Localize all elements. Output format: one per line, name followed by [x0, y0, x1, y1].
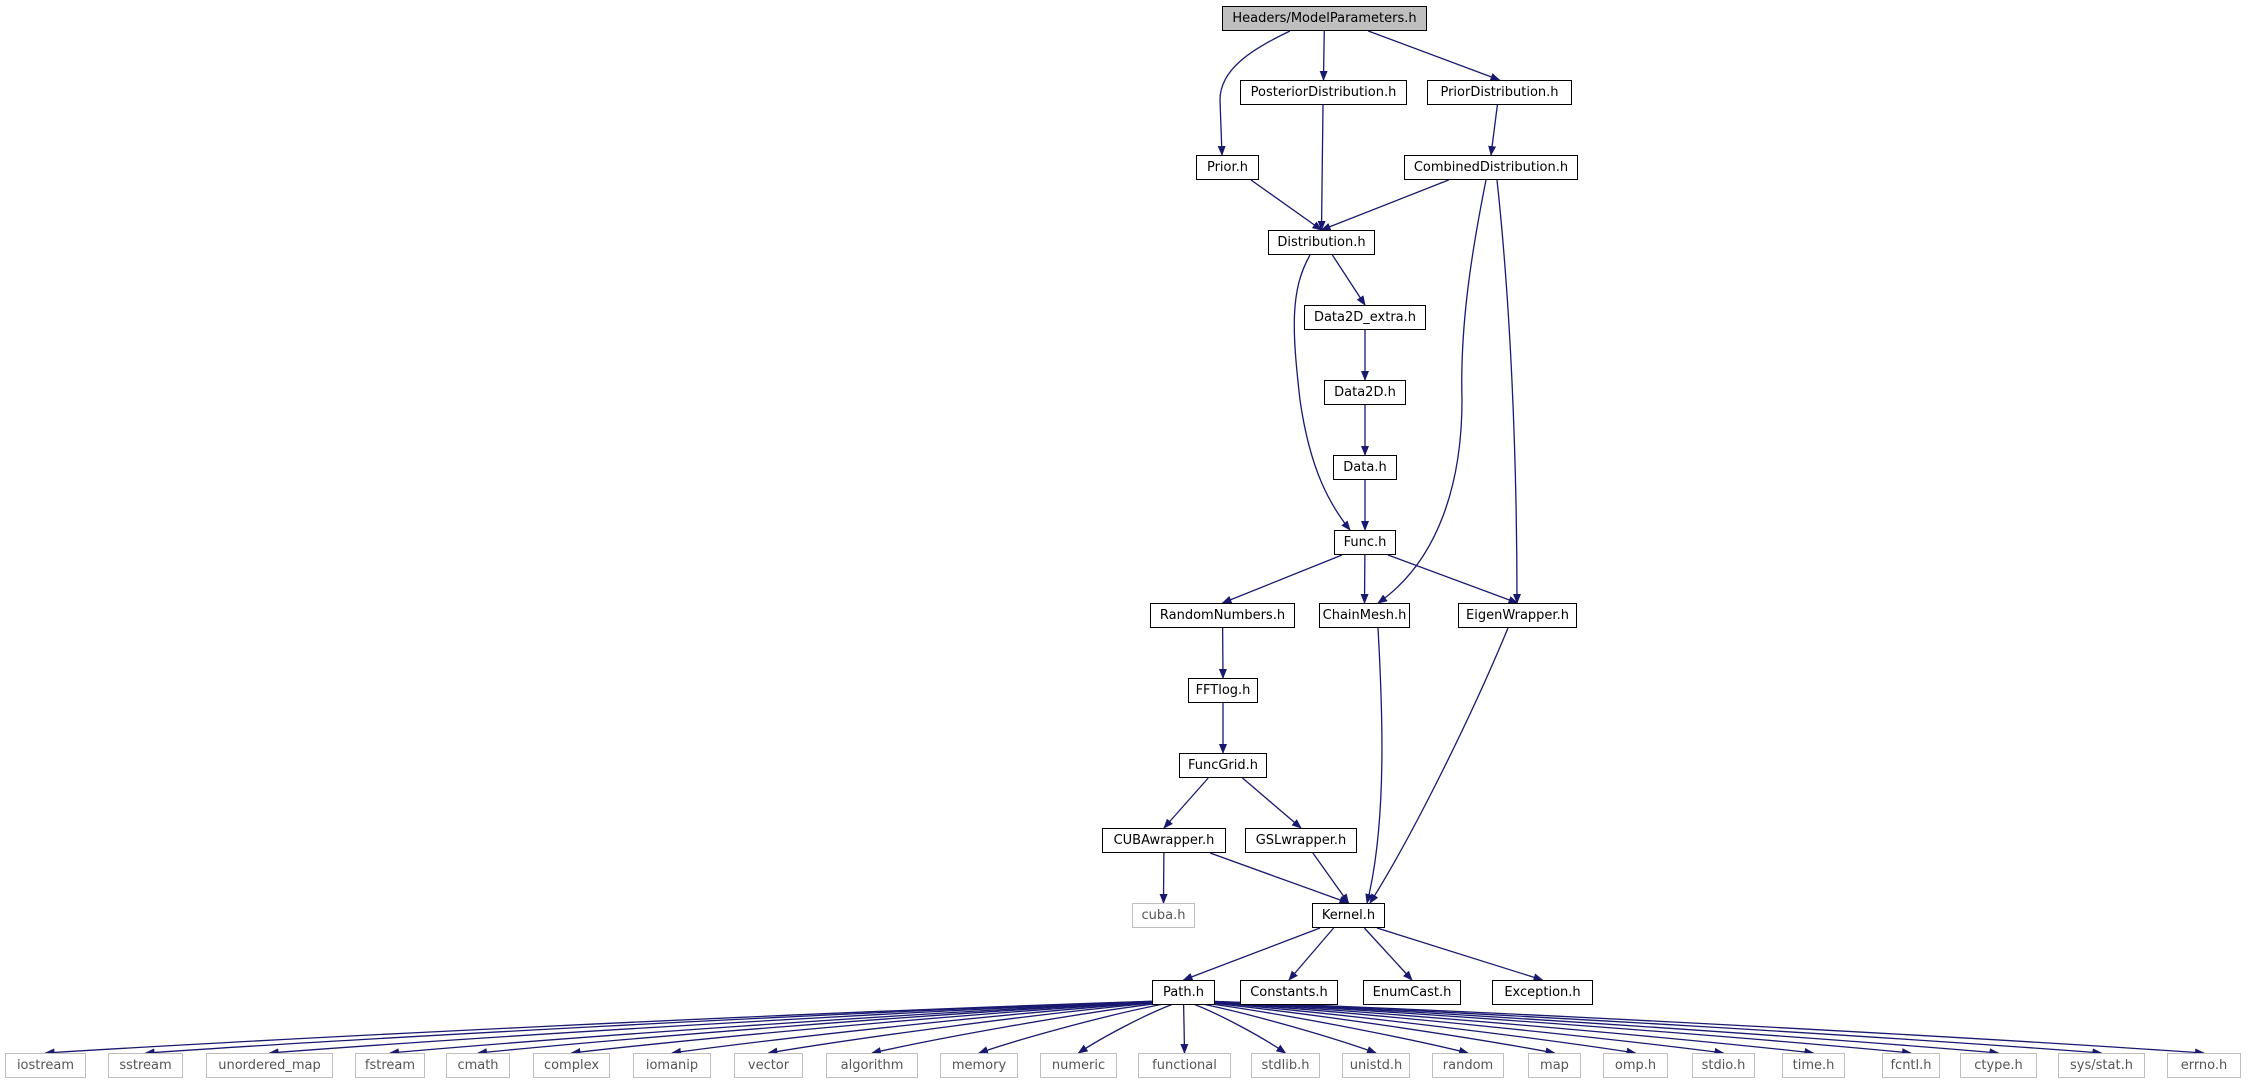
graph-node-data2d[interactable]: Data2D.h: [1324, 380, 1406, 405]
edge-funcgrid-to-cuba: [1163, 777, 1209, 829]
graph-node-cubah: cuba.h: [1132, 903, 1195, 928]
edge-path-to-randomstd: [1189, 1000, 1469, 1055]
edge-distribution-to-func: [1293, 254, 1351, 531]
edge-path-to-map: [1190, 1000, 1556, 1056]
edge-kernel-to-constants: [1288, 927, 1335, 981]
graph-node-iostream: iostream: [5, 1053, 86, 1078]
graph-node-random[interactable]: RandomNumbers.h: [1150, 603, 1295, 628]
graph-node-func[interactable]: Func.h: [1334, 530, 1396, 555]
graph-node-randomstd: random: [1432, 1053, 1504, 1078]
edge-combined-to-distribution: [1320, 179, 1449, 231]
edge-path-to-stdlib: [1185, 1000, 1287, 1054]
edge-kernel-to-exception: [1376, 927, 1544, 982]
graph-node-memory: memory: [940, 1053, 1018, 1078]
graph-node-algorithm: algorithm: [826, 1053, 918, 1078]
graph-node-model[interactable]: Headers/ModelParameters.h: [1222, 6, 1427, 31]
edge-combined-to-eigen: [1496, 179, 1521, 604]
edge-path-to-memory: [978, 1000, 1180, 1054]
edge-path-to-time: [1196, 1000, 1815, 1056]
edge-path-to-stdio: [1194, 1000, 1725, 1056]
graph-node-chainmesh[interactable]: ChainMesh.h: [1319, 603, 1410, 628]
graph-node-omp: omp.h: [1603, 1053, 1668, 1078]
graph-node-sstream: sstream: [108, 1053, 183, 1078]
graph-node-map: map: [1528, 1053, 1581, 1078]
graph-node-gsl[interactable]: GSLwrapper.h: [1245, 828, 1357, 853]
edge-gsl-to-kernel: [1312, 852, 1350, 904]
edge-distribution-to-data2dextra: [1331, 254, 1366, 306]
graph-node-fftlog[interactable]: FFTlog.h: [1188, 678, 1258, 703]
edge-path-to-errno: [1203, 1000, 2205, 1057]
graph-node-complex: complex: [533, 1053, 610, 1078]
graph-node-stdlib: stdlib.h: [1251, 1053, 1320, 1078]
graph-node-kernel[interactable]: Kernel.h: [1312, 903, 1385, 928]
edge-prior-to-distribution: [1250, 179, 1323, 231]
graph-node-unistd: unistd.h: [1342, 1053, 1410, 1078]
edge-path-to-cmath: [477, 1000, 1170, 1057]
graph-node-exception[interactable]: Exception.h: [1492, 980, 1593, 1005]
edge-kernel-to-enumcast: [1363, 927, 1413, 981]
edge-func-to-eigen: [1387, 554, 1519, 604]
graph-node-data2dextra[interactable]: Data2D_extra.h: [1304, 305, 1426, 330]
edge-funcgrid-to-gsl: [1242, 777, 1302, 829]
graph-node-fstream: fstream: [355, 1053, 425, 1078]
edge-path-to-unordered-map: [268, 1000, 1166, 1057]
edge-path-to-sstream: [144, 1000, 1163, 1057]
edge-model-to-priordist: [1368, 30, 1501, 81]
graph-node-distribution[interactable]: Distribution.h: [1268, 230, 1375, 255]
edge-kernel-to-path: [1182, 927, 1321, 981]
edge-path-to-algorithm: [871, 1000, 1178, 1055]
graph-node-unordered-map: unordered_map: [206, 1053, 333, 1078]
edge-priordist-to-combined: [1488, 104, 1499, 156]
graph-node-funcgrid[interactable]: FuncGrid.h: [1179, 753, 1267, 778]
graph-node-ctype: ctype.h: [1960, 1053, 2037, 1078]
edge-chainmesh-to-kernel: [1365, 627, 1383, 904]
graph-node-constants[interactable]: Constants.h: [1240, 980, 1338, 1005]
graph-node-vector: vector: [734, 1053, 803, 1078]
edge-path-to-vector: [767, 1000, 1176, 1056]
edge-cuba-to-kernel: [1209, 852, 1350, 904]
edge-path-to-iostream: [44, 1000, 1161, 1057]
edge-path-to-fcntl: [1198, 1000, 1912, 1057]
edge-path-to-iomanip: [671, 1000, 1174, 1056]
graph-node-fcntl: fcntl.h: [1882, 1053, 1940, 1078]
graph-node-time: time.h: [1782, 1053, 1845, 1078]
graph-node-cuba[interactable]: CUBAwrapper.h: [1102, 828, 1226, 853]
edge-combined-to-chainmesh: [1377, 179, 1487, 604]
graph-node-data[interactable]: Data.h: [1333, 455, 1397, 480]
edge-path-to-complex: [570, 1000, 1172, 1056]
graph-node-priordist[interactable]: PriorDistribution.h: [1427, 80, 1572, 105]
edge-eigen-to-kernel: [1369, 627, 1509, 904]
graph-node-errno: errno.h: [2167, 1053, 2241, 1078]
graph-node-prior[interactable]: Prior.h: [1196, 155, 1259, 180]
edge-path-to-unistd: [1187, 1000, 1377, 1054]
graph-node-sysstat: sys/stat.h: [2058, 1053, 2145, 1078]
graph-node-cmath: cmath: [446, 1053, 510, 1078]
graph-node-combined[interactable]: CombinedDistribution.h: [1404, 155, 1578, 180]
edge-posterior-to-distribution: [1317, 104, 1326, 231]
edge-path-to-ctype: [1199, 1000, 2000, 1057]
graph-node-path[interactable]: Path.h: [1152, 980, 1215, 1005]
edge-path-to-fstream: [389, 1000, 1168, 1057]
edge-model-to-prior: [1217, 30, 1291, 156]
edge-path-to-sysstat: [1201, 1000, 2103, 1057]
graph-node-functional: functional: [1138, 1053, 1231, 1078]
graph-node-numeric: numeric: [1040, 1053, 1117, 1078]
edge-model-to-posterior: [1319, 30, 1328, 81]
edge-func-to-random: [1221, 554, 1343, 604]
graph-node-posterior[interactable]: PosteriorDistribution.h: [1240, 80, 1407, 105]
graph-node-stdio: stdio.h: [1692, 1053, 1755, 1078]
edge-path-to-omp: [1192, 1000, 1637, 1056]
graph-node-eigen[interactable]: EigenWrapper.h: [1458, 603, 1577, 628]
graph-node-enumcast[interactable]: EnumCast.h: [1363, 980, 1461, 1005]
edge-path-to-numeric: [1077, 1000, 1182, 1054]
graph-node-iomanip: iomanip: [633, 1053, 711, 1078]
